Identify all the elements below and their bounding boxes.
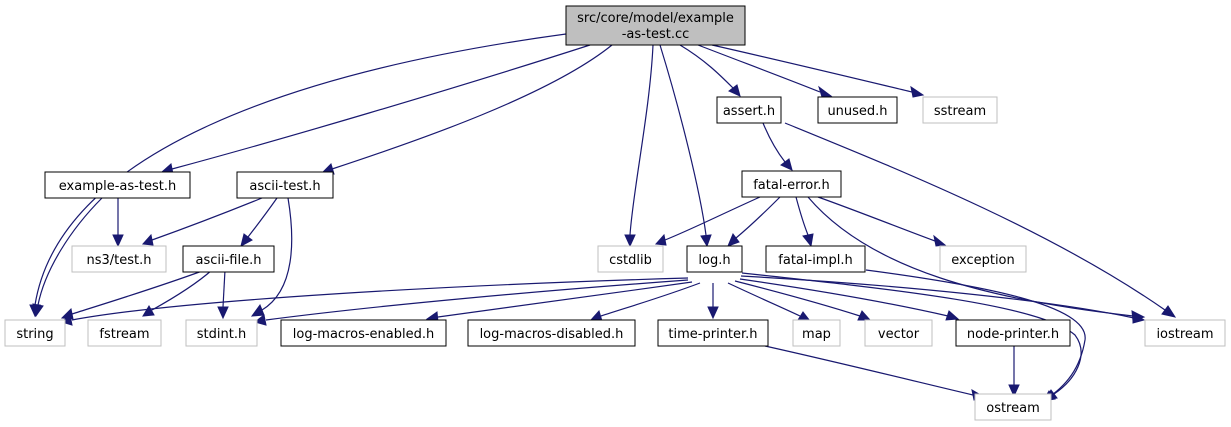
edge-log-h-to-log-macros-enabled-h	[425, 281, 693, 323]
edge-fatal-error-h-to-cstdlib	[654, 196, 761, 246]
edge-example-as-test-h-to-ns3-test-h	[112, 198, 124, 248]
node-label: assert.h	[723, 104, 775, 119]
edge-log-h-to-vector	[734, 280, 872, 321]
edge-log-h-to-stdint-h	[253, 279, 689, 326]
edge-example-as-test-h-to-string	[32, 197, 103, 318]
node-label: sstream	[934, 104, 986, 119]
node-label: cstdlib	[609, 253, 652, 268]
edge-ascii-test-h-to-ascii-file-h	[240, 197, 278, 247]
node-ns3-test-h[interactable]: ns3/test.h	[71, 245, 167, 273]
node-map[interactable]: map	[792, 319, 841, 347]
node-label: exception	[951, 253, 1015, 268]
node-label: fstream	[99, 327, 149, 342]
node-time-printer-h[interactable]: time-printer.h	[657, 319, 769, 347]
node-example-as-test-h[interactable]: example-as-test.h	[44, 171, 191, 199]
node-ostream[interactable]: ostream	[974, 393, 1052, 421]
node-fstream[interactable]: fstream	[87, 319, 162, 347]
edge-ascii-test-h-to-ns3-test-h	[141, 197, 263, 246]
node-iostream[interactable]: iostream	[1144, 319, 1226, 347]
node-label: vector	[878, 327, 920, 342]
node-label: log-macros-disabled.h	[480, 327, 624, 342]
graph-nodes: src/core/model/example -as-test.cc examp…	[4, 5, 1226, 421]
node-label: ascii-test.h	[249, 179, 320, 194]
edge-log-h-to-time-printer-h	[707, 283, 719, 320]
node-label-line-1: src/core/model/example	[577, 11, 734, 26]
edge-root-to-cstdlib	[624, 44, 654, 248]
edge-time-printer-h-to-ostream	[764, 345, 986, 401]
edge-log-h-to-node-printer-h	[739, 278, 960, 321]
node-label: log-macros-enabled.h	[293, 327, 434, 342]
node-log-macros-disabled-h[interactable]: log-macros-disabled.h	[467, 319, 636, 347]
edge-root-to-assert-h	[679, 44, 741, 97]
node-label: map	[802, 327, 831, 342]
node-unused-h[interactable]: unused.h	[817, 96, 898, 124]
node-ascii-test-h[interactable]: ascii-test.h	[236, 171, 334, 199]
edge-root-to-unused-h	[697, 44, 833, 98]
node-label: unused.h	[827, 104, 887, 119]
node-sstream[interactable]: sstream	[922, 96, 998, 124]
node-vector[interactable]: vector	[864, 319, 933, 347]
graph-edges	[29, 33, 1177, 402]
edge-log-h-to-map	[727, 282, 812, 322]
edge-fatal-error-h-to-log-h	[727, 196, 781, 247]
node-label: stdint.h	[197, 327, 246, 342]
edge-assert-h-to-fatal-error-h	[762, 122, 793, 171]
edge-ascii-file-h-to-fstream	[142, 269, 213, 317]
edge-ascii-test-h-to-stdint-h	[250, 197, 293, 317]
node-root-file[interactable]: src/core/model/example -as-test.cc	[565, 5, 746, 46]
edge-root-to-log-h	[659, 44, 712, 248]
node-label: example-as-test.h	[59, 179, 176, 194]
node-stdint-h[interactable]: stdint.h	[185, 319, 258, 347]
edge-root-to-sstream	[711, 44, 925, 98]
node-label: fatal-error.h	[753, 178, 830, 193]
node-log-macros-enabled-h[interactable]: log-macros-enabled.h	[280, 319, 447, 347]
edge-node-printer-h-to-ostream	[1008, 346, 1020, 398]
node-log-h[interactable]: log.h	[686, 245, 743, 273]
node-label: ostream	[986, 401, 1040, 416]
edge-log-h-to-log-macros-disabled-h	[589, 282, 701, 322]
node-fatal-impl-h[interactable]: fatal-impl.h	[765, 245, 866, 273]
node-label: string	[16, 327, 53, 342]
node-node-printer-h[interactable]: node-printer.h	[955, 319, 1071, 347]
node-label: log.h	[698, 253, 730, 268]
edge-ascii-file-h-to-string	[60, 269, 206, 320]
node-label: fatal-impl.h	[778, 253, 852, 268]
node-string[interactable]: string	[4, 319, 66, 347]
node-label: node-printer.h	[967, 327, 1059, 342]
edge-fatal-error-h-to-exception	[817, 196, 947, 247]
edge-assert-h-to-iostream	[784, 122, 1177, 318]
node-fatal-error-h[interactable]: fatal-error.h	[741, 170, 842, 198]
node-label: time-printer.h	[668, 327, 757, 342]
node-ascii-file-h[interactable]: ascii-file.h	[182, 245, 275, 273]
node-exception[interactable]: exception	[939, 245, 1027, 273]
node-label: ascii-file.h	[196, 253, 262, 268]
node-cstdlib[interactable]: cstdlib	[597, 245, 664, 273]
node-assert-h[interactable]: assert.h	[716, 96, 782, 124]
edge-fatal-error-h-to-fatal-impl-h	[795, 196, 814, 248]
node-label: ns3/test.h	[87, 253, 152, 268]
node-label: iostream	[1156, 327, 1213, 342]
node-label-line-2: -as-test.cc	[622, 27, 690, 42]
edge-ascii-file-h-to-stdint-h	[217, 269, 229, 320]
edge-root-to-ascii-test-h	[321, 44, 613, 175]
